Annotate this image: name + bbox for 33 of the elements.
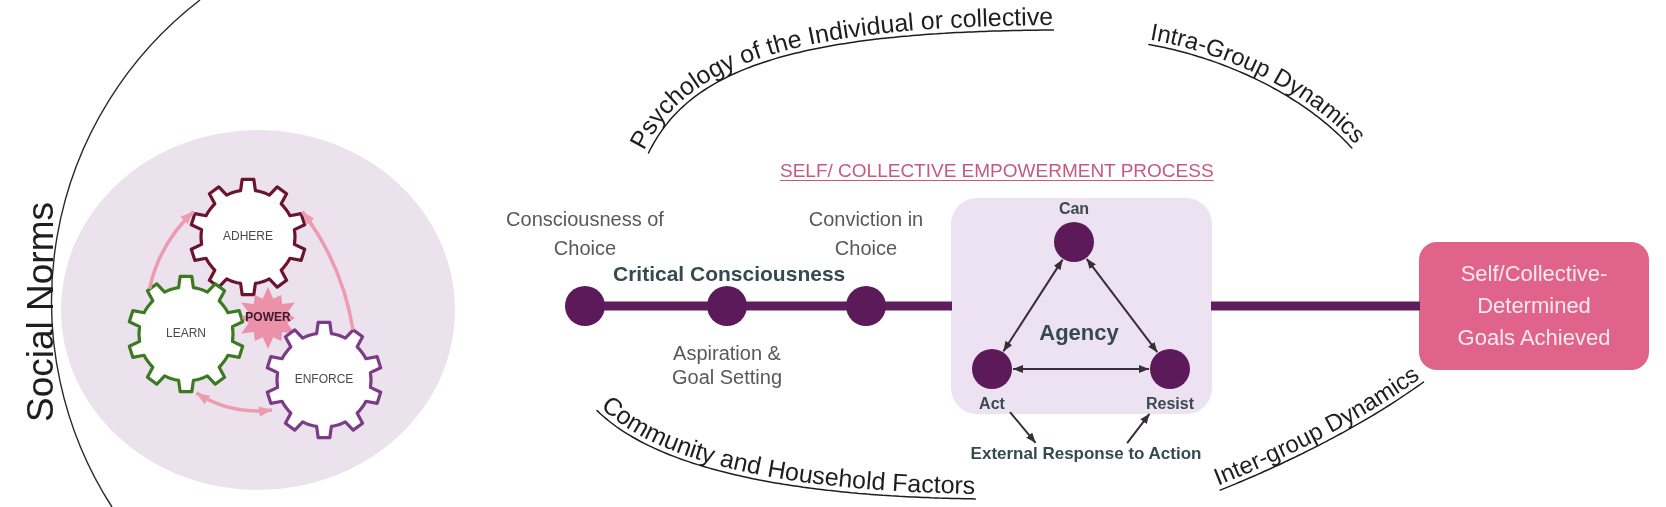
dot-caption: Aspiration & Goal Setting xyxy=(670,341,784,389)
double-arrow xyxy=(1002,258,1064,353)
thick-line xyxy=(604,301,708,311)
double-arrow xyxy=(1012,365,1150,373)
dot-icon xyxy=(565,286,605,326)
goal-box: Self/Collective- Determined Goals Achieved xyxy=(1419,242,1649,370)
thick-line xyxy=(746,301,847,311)
cog-wheel xyxy=(187,176,309,298)
dot-caption: Resist xyxy=(1146,394,1194,413)
thick-line xyxy=(1211,301,1420,311)
panel-title: Agency xyxy=(1039,319,1119,347)
burst-label: POWER xyxy=(245,311,291,325)
agency-panel xyxy=(951,198,1212,414)
dot-caption: Consciousness of Choice xyxy=(505,207,665,261)
arrow xyxy=(1009,411,1037,444)
stage-label: Critical Consciousness xyxy=(613,261,846,287)
dot-caption: Conviction in Choice xyxy=(807,207,925,261)
node-text: External Response to Action xyxy=(970,443,1202,464)
cog-wheel xyxy=(125,273,247,395)
gear-label: ADHERE xyxy=(223,230,273,244)
double-arrow xyxy=(195,391,273,417)
section-heading: SELF/ COLLECTIVE EMPOWERMENT PROCESS xyxy=(780,160,1214,183)
dot-caption: Act xyxy=(979,394,1005,413)
cog-wheel xyxy=(263,319,385,441)
side-heading: Social Norms xyxy=(20,202,62,422)
dot-caption: Can xyxy=(1058,199,1090,218)
double-arrow xyxy=(1085,257,1159,354)
gear-label: ENFORCE xyxy=(294,373,354,387)
thick-line xyxy=(885,301,952,311)
arrow xyxy=(1126,412,1151,445)
arrow xyxy=(301,210,355,331)
gear-label: LEARN xyxy=(166,327,206,341)
arrow xyxy=(147,210,195,290)
